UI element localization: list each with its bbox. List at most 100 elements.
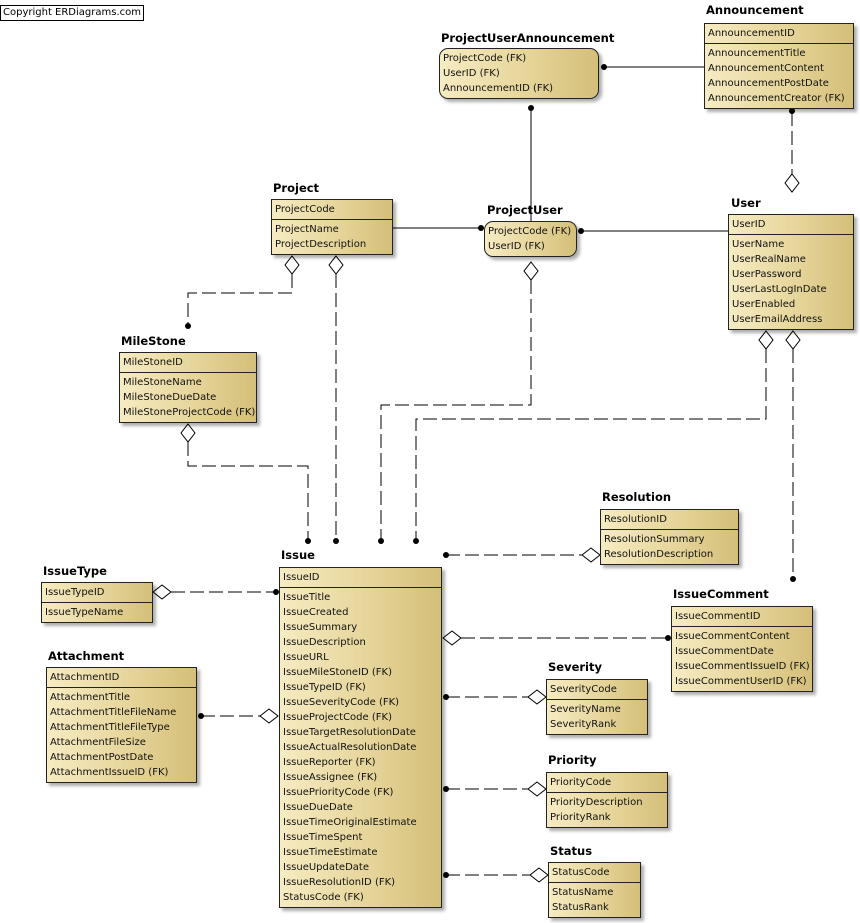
attribute: AttachmentTitle bbox=[50, 692, 131, 703]
milestone-entity-title: MileStone bbox=[121, 334, 186, 348]
attribute: AnnouncementContent bbox=[708, 63, 824, 74]
cardinality-dot bbox=[443, 694, 449, 700]
key-attribute: ProjectCode (FK) bbox=[443, 53, 527, 64]
attribute: IssueResolutionID (FK) bbox=[283, 877, 396, 888]
cardinality-dot bbox=[413, 538, 419, 544]
optional-diamond bbox=[758, 330, 774, 350]
optional-diamond bbox=[328, 255, 344, 275]
attribute: MileStoneProjectCode (FK) bbox=[123, 407, 256, 418]
issue-type-entity-title: IssueType bbox=[43, 564, 107, 578]
attribute: PriorityDescription bbox=[550, 797, 643, 808]
optional-diamond bbox=[284, 255, 300, 275]
key-attribute: IssueTypeID bbox=[45, 587, 105, 598]
announcement-key-section: AnnouncementID bbox=[705, 24, 853, 44]
attribute: IssueTitle bbox=[283, 592, 331, 603]
attribute: ProjectName bbox=[275, 224, 339, 235]
key-attribute: AnnouncementID bbox=[708, 28, 795, 39]
attribute: IssueDescription bbox=[283, 637, 366, 648]
attribute: IssueTimeSpent bbox=[283, 832, 363, 843]
attribute: ResolutionDescription bbox=[604, 549, 714, 560]
cardinality-dot bbox=[443, 552, 449, 558]
attribute: ProjectDescription bbox=[275, 239, 367, 250]
cardinality-dot bbox=[478, 225, 484, 231]
rel-project-milestone bbox=[187, 274, 293, 326]
cardinality-dot bbox=[790, 576, 796, 582]
cardinality-dot bbox=[665, 635, 671, 641]
attribute: IssueActualResolutionDate bbox=[283, 742, 417, 753]
key-attribute: UserID (FK) bbox=[443, 68, 500, 79]
optional-diamond bbox=[527, 781, 547, 797]
attribute: IssueTypeName bbox=[45, 607, 124, 618]
attribute: AnnouncementTitle bbox=[708, 48, 806, 59]
optional-diamond bbox=[523, 261, 539, 281]
optional-diamond bbox=[784, 173, 800, 193]
attribute: StatusRank bbox=[552, 902, 609, 913]
key-attribute: ProjectCode (FK) bbox=[488, 226, 572, 237]
issue-key-section: IssueID bbox=[280, 568, 441, 588]
attribute: IssueURL bbox=[283, 652, 329, 663]
key-attribute: SeverityCode bbox=[550, 684, 617, 695]
issue-type-key-section: IssueTypeID bbox=[42, 583, 152, 603]
cardinality-dot bbox=[443, 786, 449, 792]
attribute: UserPassword bbox=[732, 269, 802, 280]
project-user-announcement-key-section: ProjectCode (FK)UserID (FK)AnnouncementI… bbox=[440, 49, 598, 98]
cardinality-dot bbox=[378, 538, 384, 544]
key-attribute: AttachmentID bbox=[50, 672, 120, 683]
milestone-key-section: MileStoneID bbox=[120, 353, 256, 373]
attribute: IssueMileStoneID (FK) bbox=[283, 667, 393, 678]
key-attribute: MileStoneID bbox=[123, 357, 183, 368]
priority-entity-title: Priority bbox=[548, 753, 597, 767]
cardinality-dot bbox=[528, 105, 534, 111]
attribute: IssueCommentIssueID (FK) bbox=[675, 661, 810, 672]
cardinality-dot bbox=[601, 64, 607, 70]
attribute: IssueCommentDate bbox=[675, 646, 774, 657]
copyright-label: Copyright ERDiagrams.com bbox=[0, 5, 144, 21]
attribute: StatusName bbox=[552, 887, 614, 898]
attribute: IssueCommentContent bbox=[675, 631, 790, 642]
cardinality-dot bbox=[578, 228, 584, 234]
cardinality-dot bbox=[198, 713, 204, 719]
rel-projectuser-issue bbox=[380, 280, 532, 540]
optional-diamond bbox=[259, 708, 279, 724]
project-user-announcement-entity: ProjectCode (FK)UserID (FK)AnnouncementI… bbox=[439, 48, 599, 99]
announcement-entity-title: Announcement bbox=[706, 3, 804, 17]
status-entity-title: Status bbox=[550, 844, 593, 858]
issue-type-attribute-section: IssueTypeName bbox=[42, 603, 152, 622]
resolution-key-section: ResolutionID bbox=[601, 510, 738, 530]
project-user-announcement-entity-title: ProjectUserAnnouncement bbox=[441, 31, 615, 45]
attribute: UserEmailAddress bbox=[732, 314, 823, 325]
attribute: IssuePriorityCode (FK) bbox=[283, 787, 394, 798]
attribute: MileStoneName bbox=[123, 377, 202, 388]
attribute: SeverityName bbox=[550, 704, 621, 715]
cardinality-dot bbox=[305, 538, 311, 544]
key-attribute: StatusCode bbox=[552, 867, 610, 878]
rel-user-issue bbox=[415, 349, 767, 540]
attribute: AttachmentIssueID (FK) bbox=[50, 767, 169, 778]
attribute: IssueCreated bbox=[283, 607, 349, 618]
attribute: IssueAssignee (FK) bbox=[283, 772, 378, 783]
attribute: MileStoneDueDate bbox=[123, 392, 217, 403]
key-attribute: PriorityCode bbox=[550, 777, 612, 788]
attribute: IssueSummary bbox=[283, 622, 358, 633]
project-user-entity-title: ProjectUser bbox=[487, 203, 563, 217]
attribute: IssueUpdateDate bbox=[283, 862, 369, 873]
attachment-entity-title: Attachment bbox=[48, 649, 125, 663]
project-entity-title: Project bbox=[273, 181, 320, 195]
attribute: IssueTargetResolutionDate bbox=[283, 727, 416, 738]
optional-diamond bbox=[529, 867, 549, 883]
issue-comment-entity-title: IssueComment bbox=[673, 587, 769, 601]
attribute: IssueProjectCode (FK) bbox=[283, 712, 392, 723]
attribute: UserRealName bbox=[732, 254, 806, 265]
